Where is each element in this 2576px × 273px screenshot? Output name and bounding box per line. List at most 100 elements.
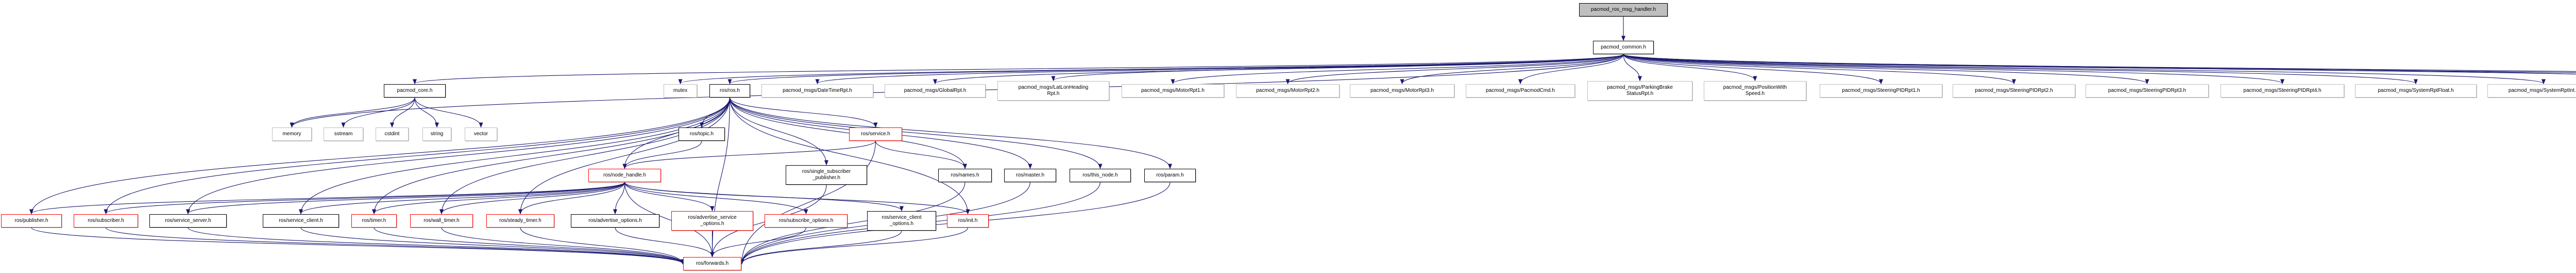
node-wall_timer[interactable]: ros/wall_timer.h (410, 214, 473, 228)
node-advertise_options[interactable]: ros/advertise_options.h (571, 214, 659, 228)
edge-common-to-positionwithspeed (1623, 54, 1757, 82)
node-label: pacmod_msgs/SystemRptFloat.h (2378, 88, 2454, 93)
node-label: pacmod_msgs/SteeringPIDRpt3.h (2108, 88, 2187, 93)
node-single_sub_pub[interactable]: ros/single_subscriber_publisher.h (786, 165, 867, 185)
node-sysfloat[interactable]: pacmod_msgs/SystemRptFloat.h (2355, 84, 2477, 98)
node-label: sstream (334, 131, 353, 137)
node-steering1[interactable]: pacmod_msgs/SteeringPIDRpt1.h (1820, 84, 1942, 98)
node-mutex[interactable]: mutex (664, 84, 697, 98)
edge-service_server-to-forwards (188, 227, 685, 265)
node-cstdint[interactable]: cstdint (376, 127, 409, 141)
node-rosros[interactable]: ros/ros.h (709, 84, 750, 98)
node-param[interactable]: ros/param.h (1144, 169, 1196, 182)
node-label: ros/service_server.h (165, 218, 211, 223)
edge-node_handle-to-service_client (299, 182, 625, 215)
node-label: ros/subscriber.h (88, 218, 124, 223)
node-memory[interactable]: memory (272, 127, 312, 141)
node-node_handle[interactable]: ros/node_handle.h (588, 169, 661, 182)
node-label: ros/this_node.h (1082, 172, 1118, 178)
node-label: pacmod_msgs/SteeringPIDRpt2.h (1975, 88, 2053, 93)
edge-node_handle-to-publisher (29, 182, 625, 215)
edge-rosros-to-init (729, 97, 970, 215)
node-common[interactable]: pacmod_common.h (1593, 41, 1654, 54)
edge-rosros-to-single_sub_pub (729, 97, 828, 166)
node-steady_timer[interactable]: ros/steady_timer.h (486, 214, 554, 228)
edge-node_handle-to-steady_timer (518, 182, 625, 215)
node-steering4[interactable]: pacmod_msgs/SteeringPIDRpt4.h (2221, 84, 2344, 98)
node-topic[interactable]: ros/topic.h (679, 127, 725, 141)
node-label: ros/steady_timer.h (499, 218, 541, 223)
node-timer[interactable]: ros/timer.h (351, 214, 397, 228)
node-init[interactable]: ros/init.h (947, 214, 989, 228)
node-steering2[interactable]: pacmod_msgs/SteeringPIDRpt2.h (1953, 84, 2075, 98)
edge-node_handle-to-init (624, 182, 970, 215)
edge-advertise_options-to-forwards (615, 227, 715, 258)
node-motor3[interactable]: pacmod_msgs/MotorRpt3.h (1350, 84, 1454, 98)
node-service_client[interactable]: ros/service_client.h (263, 214, 339, 228)
node-label: pacmod_core.h (397, 88, 433, 93)
node-label: ros/advertise_service (688, 215, 737, 220)
node-label: ros/service_client.h (279, 218, 323, 223)
node-label: mutex (673, 88, 688, 93)
edge-wall_timer-to-forwards (441, 227, 685, 265)
node-pacmodcmd[interactable]: pacmod_msgs/PacmodCmd.h (1466, 84, 1575, 98)
edge-service-to-forwards (740, 140, 876, 265)
node-subscriber[interactable]: ros/subscriber.h (74, 214, 138, 228)
node-label: ros/param.h (1156, 172, 1184, 178)
edge-common-to-vinrpt (1623, 54, 2576, 75)
node-sstream[interactable]: sstream (324, 127, 363, 141)
edge-common-to-steering2 (1623, 54, 2016, 85)
edge-node_handle-to-wall_timer (439, 182, 625, 215)
node-label: pacmod_common.h (1601, 44, 1646, 50)
node-this_node[interactable]: ros/this_node.h (1070, 169, 1131, 182)
node-master[interactable]: ros/master.h (1004, 169, 1056, 182)
edge-node_handle-to-subscriber (104, 182, 625, 215)
node-motor1[interactable]: pacmod_msgs/MotorRpt1.h (1122, 84, 1224, 98)
node-publisher[interactable]: ros/publisher.h (1, 214, 62, 228)
node-label: ros/publisher.h (14, 218, 48, 223)
node-label: Rpt.h (1047, 91, 1060, 97)
edge-common-to-mutex (679, 54, 1624, 85)
node-core[interactable]: pacmod_core.h (384, 84, 446, 98)
edge-common-to-steering1 (1623, 54, 1883, 85)
node-service[interactable]: ros/service.h (849, 127, 902, 141)
node-steering3[interactable]: pacmod_msgs/SteeringPIDRpt3.h (2086, 84, 2209, 98)
edge-core-to-string (414, 97, 439, 128)
node-datetime[interactable]: pacmod_msgs/DateTimeRpt.h (761, 84, 873, 98)
node-label: pacmod_msgs/GlobalRpt.h (904, 88, 967, 93)
edge-rosros-to-service_server (186, 97, 731, 215)
node-string[interactable]: string (422, 127, 451, 141)
node-motor2[interactable]: pacmod_msgs/MotorRpt2.h (1236, 84, 1340, 98)
edge-common-to-parkingbrake (1623, 54, 1642, 82)
edge-steady_timer-to-forwards (520, 227, 685, 265)
node-label: vector (473, 131, 488, 137)
edge-node_handle-to-advertise_options (613, 182, 625, 215)
node-names[interactable]: ros/names.h (938, 169, 992, 182)
edge-rosros-to-names (729, 97, 967, 169)
node-label: memory (282, 131, 301, 137)
node-advertise_service_options[interactable]: ros/advertise_service_options.h (671, 211, 753, 231)
edge-common-to-motor2 (1285, 54, 1624, 85)
node-handler[interactable]: pacmod_ros_msg_handler.h (1579, 3, 1668, 17)
edge-core-to-cstdint (390, 97, 415, 128)
node-global[interactable]: pacmod_msgs/GlobalRpt.h (885, 84, 986, 98)
edge-rosros-to-timer (372, 97, 731, 215)
edge-rosros-to-service (729, 97, 878, 128)
edge-service_client_options-to-forwards (740, 230, 902, 265)
node-service_client_options[interactable]: ros/service_client_options.h (867, 211, 936, 231)
node-subscribe_options[interactable]: ros/subscribe_options.h (765, 214, 848, 228)
node-forwards[interactable]: ros/forwards.h (683, 257, 741, 270)
edge-common-to-wheelspeed (1623, 54, 2576, 73)
edge-common-to-steering3 (1623, 54, 2149, 85)
node-label: ros/master.h (1015, 172, 1045, 178)
node-sysint[interactable]: pacmod_msgs/SystemRptInt.h (2487, 84, 2576, 98)
node-service_server[interactable]: ros/service_server.h (149, 214, 227, 228)
node-label: pacmod_msgs/MotorRpt2.h (1256, 88, 1319, 93)
node-label: ros/wall_timer.h (423, 218, 460, 223)
node-vector[interactable]: vector (465, 127, 497, 141)
